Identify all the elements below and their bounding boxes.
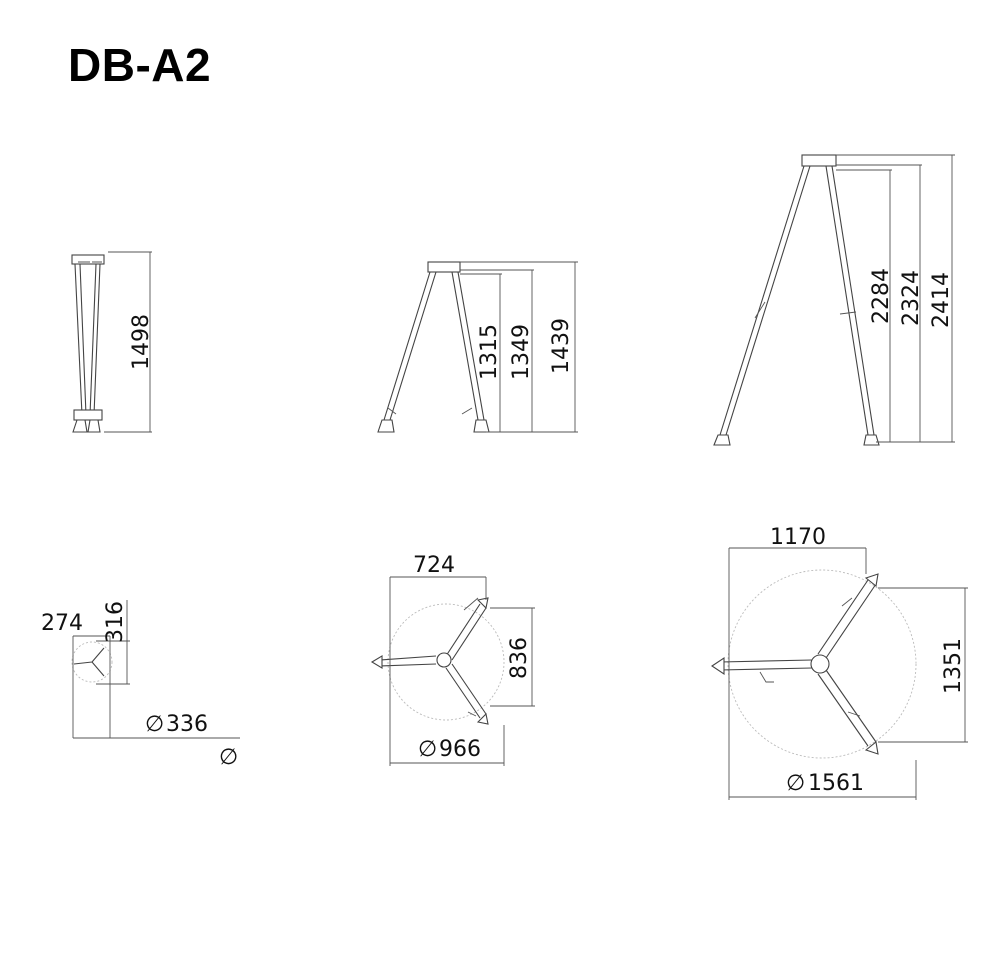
dim-mid-height-1: 1315 [477,324,502,380]
dim-full-width: 1170 [770,525,826,550]
dim-mid-diameter-symbol: ∅ [418,737,437,762]
dim-folded-diameter: 336 [166,712,208,737]
dim-mid-width: 724 [413,553,455,578]
dim-full-diameter-symbol: ∅ [786,771,805,796]
dim-folded-diameter-symbol: ∅ [145,712,164,737]
dim-mid-depth: 836 [507,637,532,679]
dim-full-height-2: 2324 [899,270,924,326]
tripod-mid-top-view [370,576,535,766]
dim-mid-height-2: 1349 [509,324,534,380]
tripod-full-top-view [711,547,968,800]
extra-diameter-symbol: ∅ [219,745,238,770]
tripod-full-side-view [713,154,955,446]
product-title: DB-A2 [68,39,212,91]
dim-full-depth: 1351 [941,638,966,694]
tripod-folded-top-view [71,600,240,739]
dim-folded-height: 1498 [129,314,154,370]
dim-mid-height-3: 1439 [549,318,574,374]
dim-folded-depth: 316 [103,601,128,643]
dim-mid-diameter: 966 [439,737,481,762]
dim-folded-width: 274 [41,611,83,636]
tripod-mid-side-view [377,261,578,433]
dim-full-height-3: 2414 [929,272,954,328]
tripod-folded-side-view [71,251,152,433]
dim-full-height-1: 2284 [869,268,894,324]
dim-full-diameter: 1561 [808,771,864,796]
